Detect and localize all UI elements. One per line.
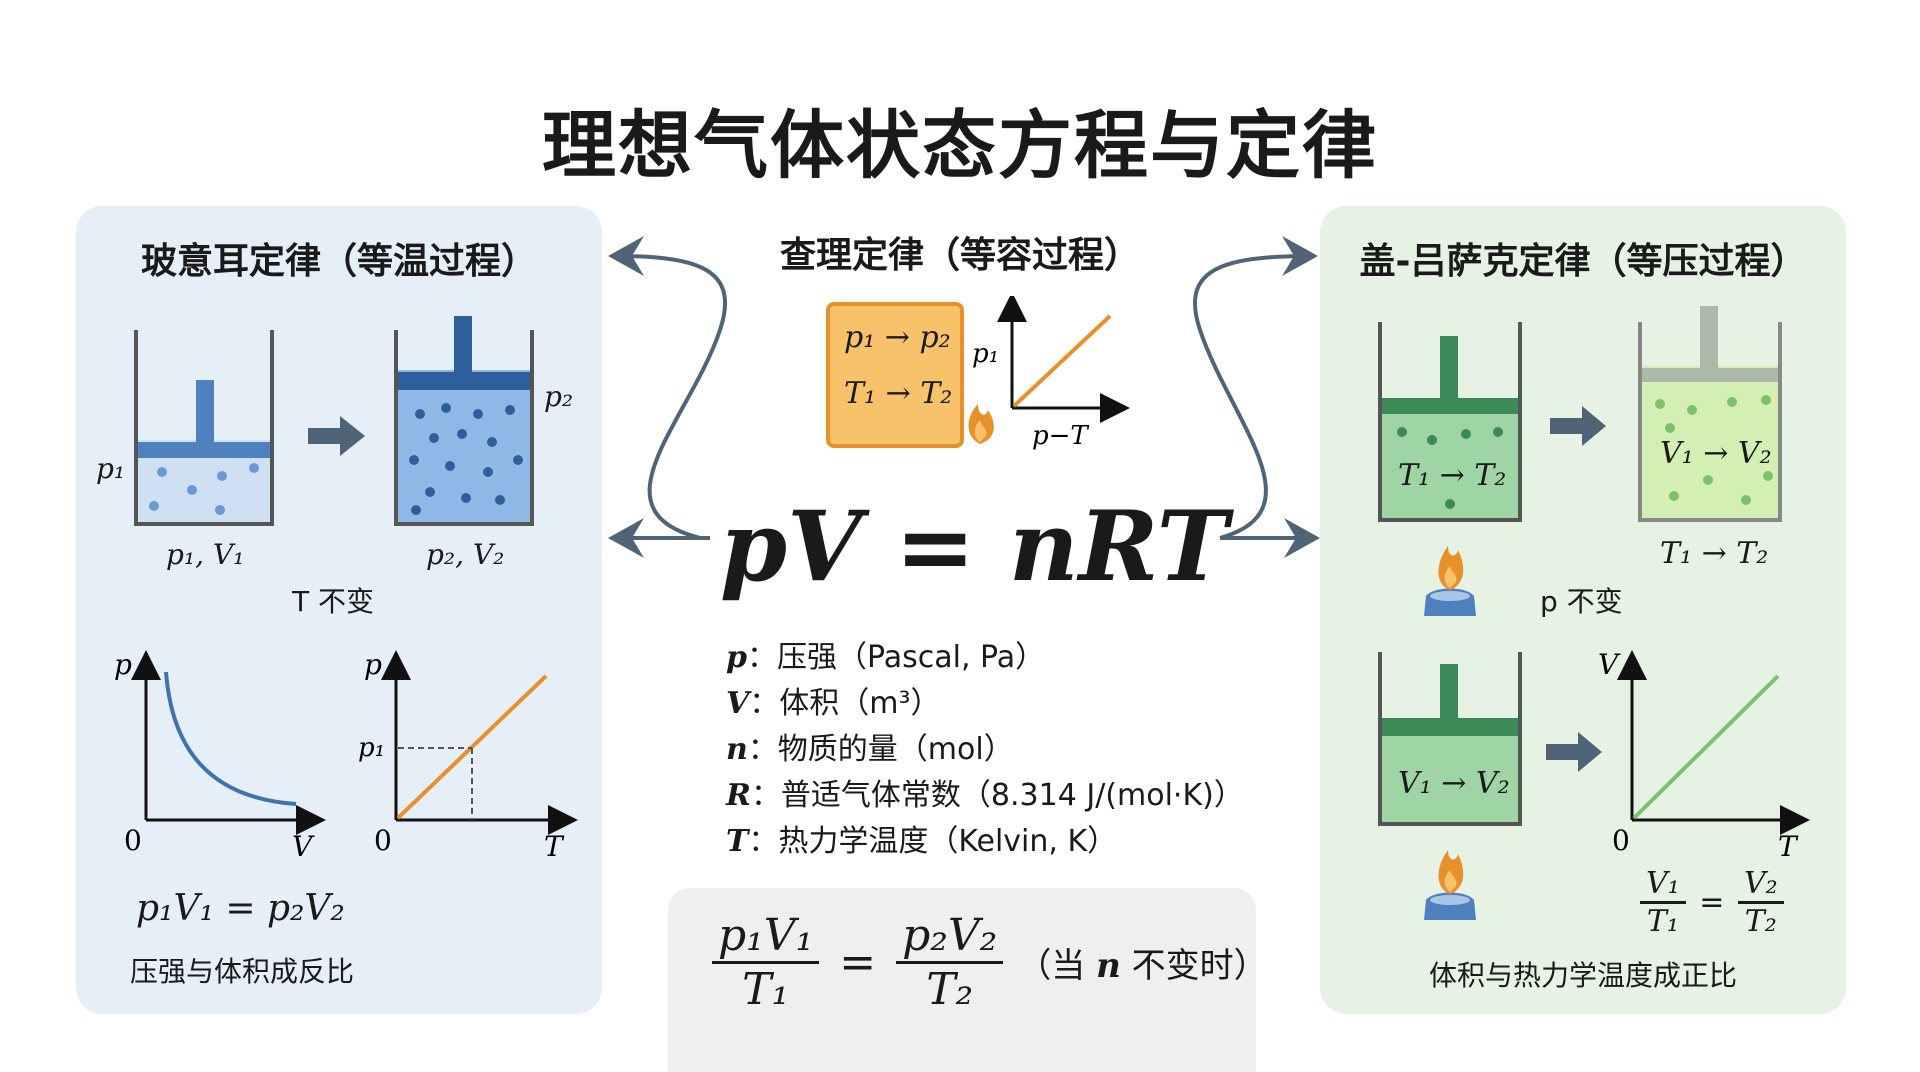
boyle-state2-label: p₂, V₂ [426, 538, 505, 571]
graph1-origin: 0 [124, 824, 142, 857]
charles-xlabel: p−T [1032, 421, 1089, 451]
cylinder-heated [1378, 322, 1522, 522]
boyle-state1-label: p₁, V₁ [166, 538, 245, 571]
arrow-to-gaylussac-top [1193, 236, 1318, 540]
gaylussac-lower: V 0 T [1378, 650, 1810, 920]
boyle-title: 玻意耳定律（等温过程） [140, 241, 537, 282]
gaylussac-title: 盖-吕萨克定律（等压过程） [1359, 241, 1807, 282]
graph1-xlabel: V [292, 830, 315, 863]
cylinder-high-pressure [394, 316, 534, 526]
burner-icon-2 [1424, 850, 1476, 920]
process-arrow-icon [308, 416, 365, 456]
boyle-p2-label: p₂ [544, 380, 574, 413]
gaylussac-box3: V₁ → V₂ [1398, 766, 1510, 801]
cylinder-heated-2 [1378, 652, 1522, 826]
gaylussac-condition: p 不变 [1540, 585, 1623, 618]
boyle-condition: T 不变 [292, 585, 375, 618]
var-r: R：普适气体常数（8.314 J/(mol·K)） [726, 778, 1244, 813]
gaylussac-box1: T₁ → T₂ [1398, 458, 1507, 493]
gay-lussac-panel [1320, 206, 1846, 1014]
isobar-line [1632, 674, 1780, 820]
isotherm-curve [164, 671, 297, 806]
var-n: n：物质的量（mol） [726, 732, 1014, 767]
boyle-panel [76, 206, 602, 1014]
page-title: 理想气体状态方程与定律 [542, 103, 1378, 189]
arrow-to-boyle-top [608, 236, 727, 540]
graph2-origin: 0 [374, 824, 392, 857]
graph2-xlabel: T [544, 830, 565, 863]
boyle-equation: p₁V₁ = p₂V₂ [136, 888, 345, 929]
gaylussac-cylinders [1378, 306, 1782, 616]
graph2-ylabel: p [364, 650, 382, 681]
var-t: T：热力学温度（Kelvin, K） [726, 824, 1118, 859]
boyle-cylinders [134, 316, 534, 526]
charles-line2: T₁ → T₂ [844, 376, 953, 411]
boyle-p1-label: p₁ [96, 452, 126, 485]
charles-line [1012, 314, 1112, 408]
boyle-caption: 压强与体积成反比 [130, 955, 355, 988]
charles-box: p₁ → p₂ T₁ → T₂ [826, 302, 964, 448]
combined-law-box [668, 888, 1256, 1072]
var-p: p：压强（Pascal, Pa） [726, 640, 1046, 675]
cylinder-expanded [1638, 306, 1782, 522]
charles-ylabel: p₁ [972, 339, 999, 369]
gaylussac-under2: T₁ → T₂ [1660, 536, 1769, 571]
graph2-mark: p₁ [358, 733, 385, 763]
process-arrow-icon-2 [1550, 406, 1606, 446]
boyle-graphs: p 0 V p p₁ 0 T [114, 650, 578, 863]
ideal-gas-equation: pV = nRT [720, 490, 1229, 603]
gaylussac-box2: V₁ → V₂ [1660, 436, 1772, 471]
burner-icon [1424, 546, 1476, 616]
gl-graph-ylabel: V [1598, 650, 1621, 681]
charles-title: 查理定律（等容过程） [779, 235, 1140, 276]
graph1-ylabel: p [114, 650, 132, 681]
cylinder-low-pressure [134, 330, 274, 526]
gaylussac-caption: 体积与热力学温度成正比 [1428, 959, 1737, 992]
var-v: V：体积（m³） [726, 686, 941, 721]
gl-graph-xlabel: T [1778, 830, 1799, 863]
process-arrow-icon-3 [1546, 732, 1602, 772]
charles-line1: p₁ → p₂ [844, 320, 951, 355]
gl-graph-origin: 0 [1612, 824, 1630, 857]
charles-graph: p₁ p−T [968, 296, 1130, 451]
